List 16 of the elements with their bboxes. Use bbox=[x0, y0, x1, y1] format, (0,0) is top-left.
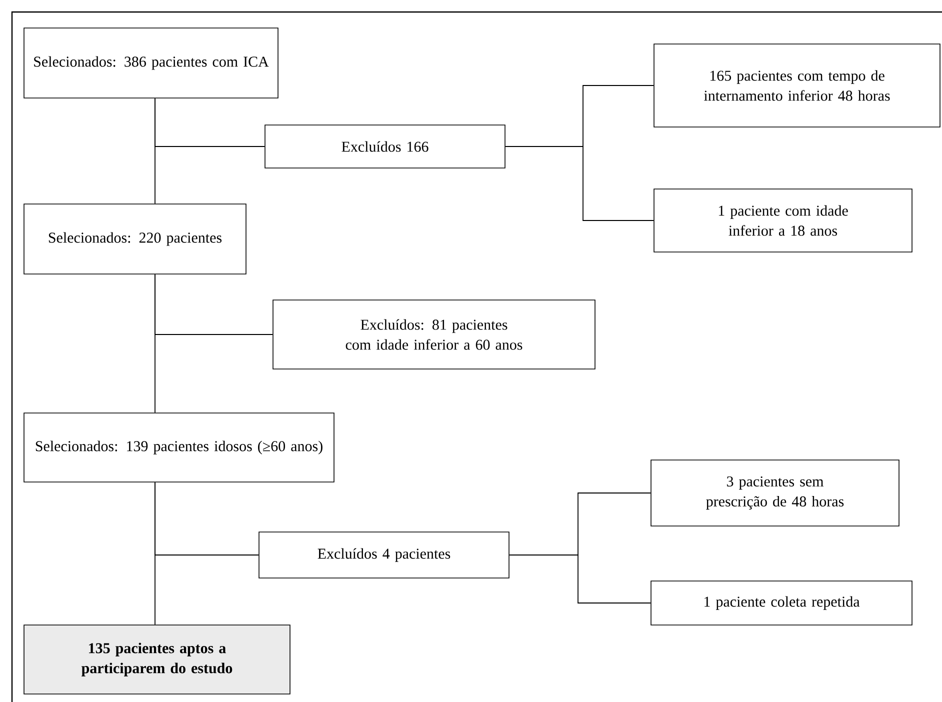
connector-line bbox=[508, 554, 652, 604]
selection-box: Selecionados: 220 pacientes bbox=[24, 204, 246, 274]
exclusion-box: Excluídos: 81 pacientes com idade inferior a 60 anos bbox=[272, 300, 596, 370]
connector-line bbox=[154, 274, 274, 335]
connector-line bbox=[154, 482, 260, 556]
reason-box: 165 pacientes com tempo de internamento inferior 48 horas bbox=[654, 44, 940, 128]
reason-box: 1 paciente coleta repetida bbox=[650, 580, 912, 626]
exclusion-box: Excluídos 166 bbox=[264, 124, 506, 168]
selection-box: Selecionados: 139 pacientes idosos (≥60 anos) bbox=[24, 412, 334, 482]
reason-box: 3 pacientes sem prescrição de 48 horas bbox=[650, 460, 900, 526]
exclusion-box: Excluídos 4 pacientes bbox=[258, 532, 510, 578]
selection-box: Selecionados: 386 pacientes com ICA bbox=[24, 28, 278, 98]
connector-line bbox=[504, 146, 654, 221]
reason-box: 1 paciente com idade inferior a 18 anos bbox=[654, 188, 912, 252]
connector-line bbox=[154, 98, 266, 147]
result-box: 135 pacientes aptos a participarem do estudo bbox=[24, 624, 290, 694]
